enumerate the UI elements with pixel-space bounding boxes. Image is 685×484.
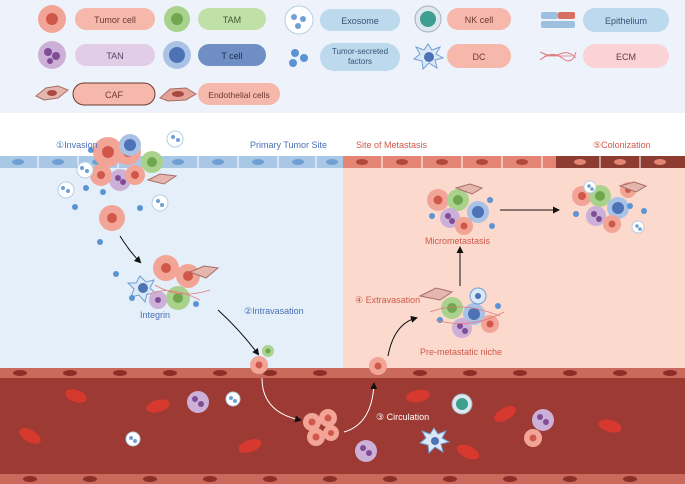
legend-item-epithelium: Epithelium [541,8,669,32]
blood-vessel [0,368,685,484]
legend-label: CAF [105,90,124,100]
circulating-tumor-cluster [303,409,339,446]
label-pre-metastatic-niche: Pre-metastatic niche [420,347,502,357]
nk-cell-icon [414,5,442,33]
legend-label: Tumor cell [94,15,136,25]
t-cell-icon [163,41,191,69]
legend-label: T cell [221,51,242,61]
integrin-cluster [113,255,220,310]
label-micrometastasis: Micrometastasis [425,236,491,246]
dc-icon [412,43,445,71]
tan-icon [38,41,66,69]
tam-icon [164,6,190,32]
label-extravasation: ④ Extravasation [355,295,420,305]
primary-scattered-cells [57,181,169,245]
red-blood-cells [19,389,622,460]
arrow-into-circulation [261,377,302,423]
legend-item-nk-cell: NK cell [414,5,511,33]
legend-label: NK cell [465,15,494,25]
micrometastasis-cluster [427,183,495,235]
ecm-icon [539,51,577,62]
legend-label: Endothelial cells [208,90,269,100]
label-invasion: ①Invasion [56,140,98,150]
circulating-immune-cells [125,357,554,462]
colonization-cluster [572,180,648,234]
legend-label: Epithelium [605,16,647,26]
legend-item-tam: TAM [164,6,266,32]
epithelium-layer-primary [0,156,343,168]
primary-tumor-cluster [76,130,184,195]
legend-item-endothelial-cells: Endothelial cells [159,83,280,105]
legend-label: DC [473,52,486,62]
legend-label: ECM [616,52,636,62]
label-integrin: Integrin [140,310,170,320]
legend-item-exosome: Exosome [284,5,400,35]
epithelium-icon [541,12,575,28]
legend-label: Exosome [341,16,379,26]
legend-label: TAN [106,51,123,61]
label-site-of-metastasis: Site of Metastasis [356,140,428,150]
arrow-intravasation [217,309,260,356]
epithelium-layer-metastasis [343,156,685,168]
process-arrows [119,206,560,433]
label-colonization: ⑤Colonization [593,140,651,150]
arrow-invasion [119,235,142,264]
caf-icon [35,85,69,101]
label-circulation: ③ Circulation [376,412,429,422]
legend-item-ecm: ECM [539,44,669,68]
label-intravasation: ②Intravasation [244,306,304,316]
intravasating-cells [250,345,274,374]
legend-item-caf: CAF [35,82,156,106]
legend-panel: Tumor cell TAM Exosome [0,0,685,113]
endothelial-cells-icon [159,87,197,102]
arrow-extravasation [387,315,418,357]
legend-item-tan: TAN [38,41,155,69]
tumor-secreted-factors-icon [289,49,308,67]
arrow-out-of-circulation [343,382,378,433]
exosome-icon [284,5,314,35]
tumor-cell-icon [38,5,66,33]
legend-item-tumor-cell: Tumor cell [38,5,155,33]
legend-item-dc: DC [412,43,511,71]
legend-label: TAM [223,15,241,25]
pre-metastatic-niche-cluster [418,287,505,338]
legend-item-t-cell: T cell [163,41,266,69]
label-primary-tumor-site: Primary Tumor Site [250,140,327,150]
